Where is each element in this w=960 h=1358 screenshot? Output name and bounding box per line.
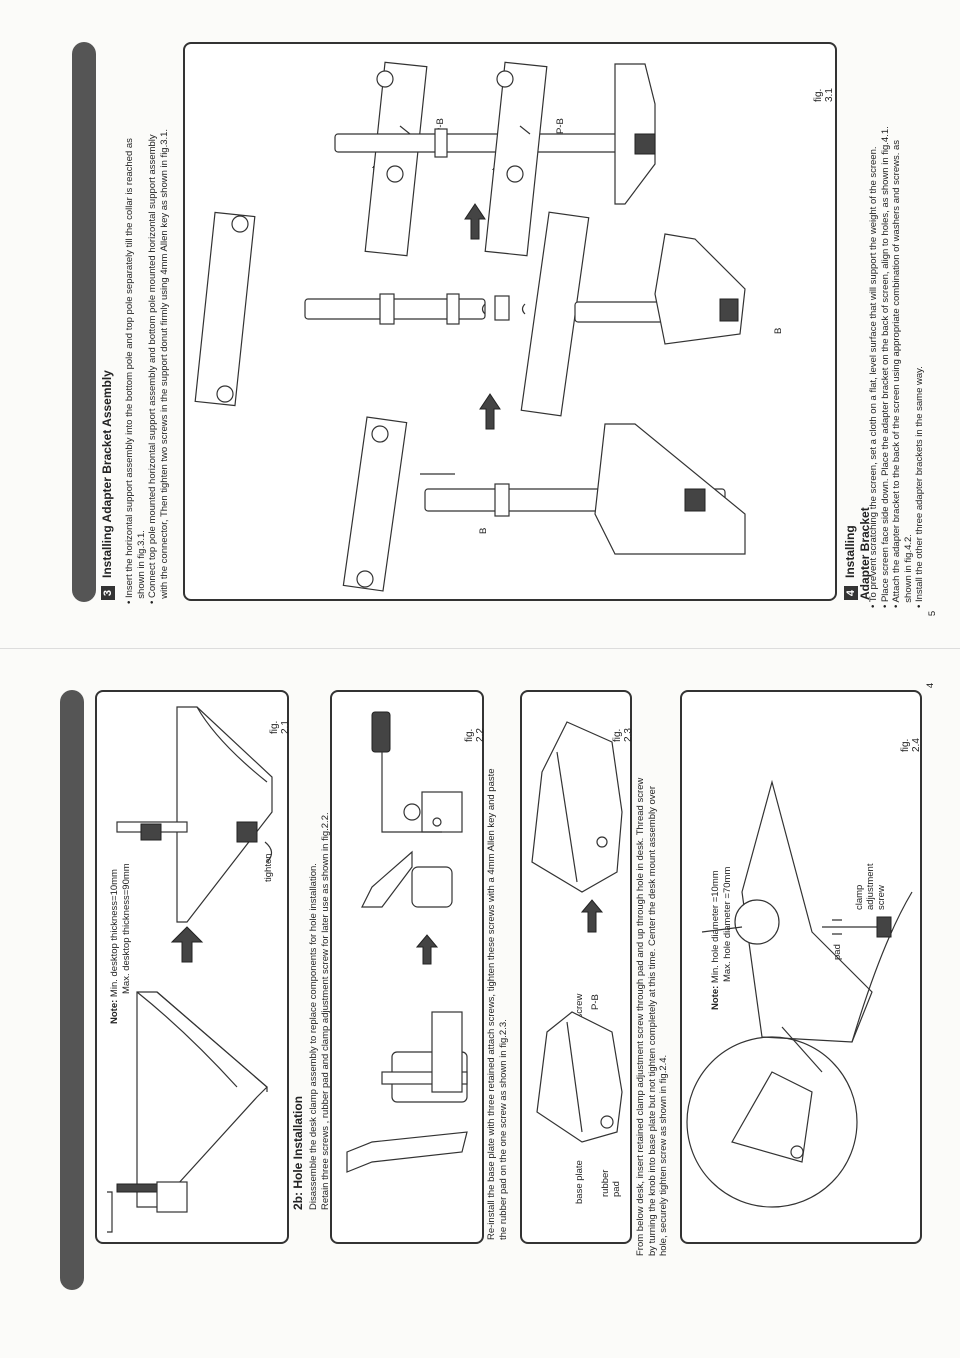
section-3-text: • Insert the horizontal support assembly… [124, 128, 170, 604]
base-plate-illustration [531, 721, 623, 1143]
below-desk-text: From below desk, insert retained clamp a… [635, 777, 669, 1256]
section-bar-right [72, 42, 96, 602]
fig-2-2-box: fig. 2.2 [330, 690, 486, 1244]
bracket-assembly-illustration [194, 61, 746, 592]
disassembly-illustration [346, 711, 468, 1173]
hole-installation-title: 2b: Hole Installation [291, 1095, 305, 1210]
hole-mount-illustration [686, 779, 913, 1208]
fold-line [0, 648, 960, 649]
section-bar-left [60, 690, 84, 1290]
fig-2-1-box: Note: Min. desktop thickness=10mm Max. d… [95, 690, 291, 1244]
reinstall-text: Re-install the base plate with three ret… [486, 768, 509, 1240]
desk-clamp-illustration [107, 706, 273, 1233]
hole-installation-text: Disassemble the desk clamp assembly to r… [308, 812, 331, 1210]
fig-3-1-box: fig. 3.1 B C D B P-B P-B support donut s… [183, 42, 837, 601]
fig-2-4-box: fig. 2.4 Note: Min. hole diameter =10mm … [680, 690, 922, 1244]
section-3-heading: 3Installing Adapter Bracket Assembly [100, 370, 115, 600]
page-number-left: 4 [925, 682, 937, 689]
fig-2-3-box: fig. 2.3 attach screw P-B base plate rub… [520, 690, 634, 1244]
section-4-text: • To prevent scratching the screen, set … [868, 126, 925, 608]
section-3-number: 3 [101, 586, 115, 600]
section-4-number: 4 [844, 586, 858, 600]
page-number-right: 5 [927, 610, 939, 617]
